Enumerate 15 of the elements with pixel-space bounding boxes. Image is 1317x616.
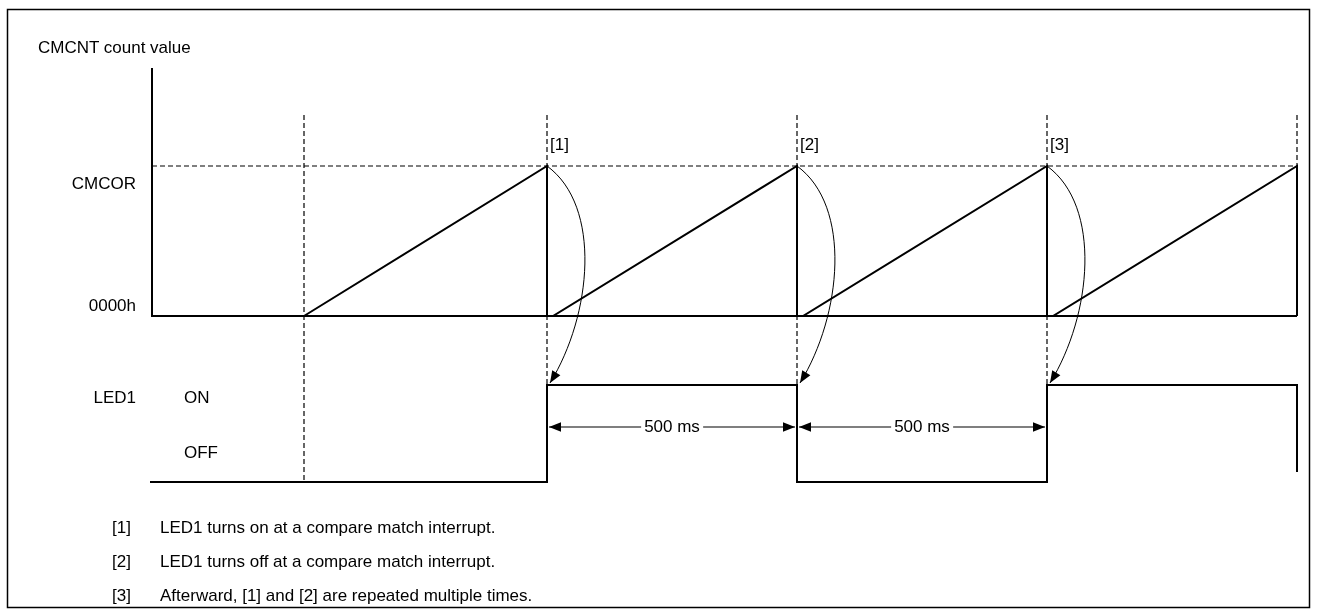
tick-label: 0000h bbox=[88, 296, 136, 316]
note-text: LED1 turns on at a compare match interrupt. bbox=[160, 518, 496, 538]
callout-number: [2] bbox=[800, 135, 819, 155]
note-number: [1] bbox=[112, 518, 131, 538]
note-text: LED1 turns off at a compare match interrupt. bbox=[160, 552, 496, 572]
callout-number: [1] bbox=[550, 135, 569, 155]
tick-label: CMCOR bbox=[71, 174, 136, 194]
state-label: OFF bbox=[184, 443, 218, 463]
note-number: [2] bbox=[112, 552, 131, 572]
note-text: Afterward, [1] and [2] are repeated multiple times. bbox=[160, 586, 533, 606]
state-label: ON bbox=[184, 388, 210, 408]
axis-label: CMCNT count value bbox=[38, 38, 191, 58]
signal-label: LED1 bbox=[93, 388, 136, 408]
note-number: [3] bbox=[112, 586, 131, 606]
callout-number: [3] bbox=[1050, 135, 1069, 155]
